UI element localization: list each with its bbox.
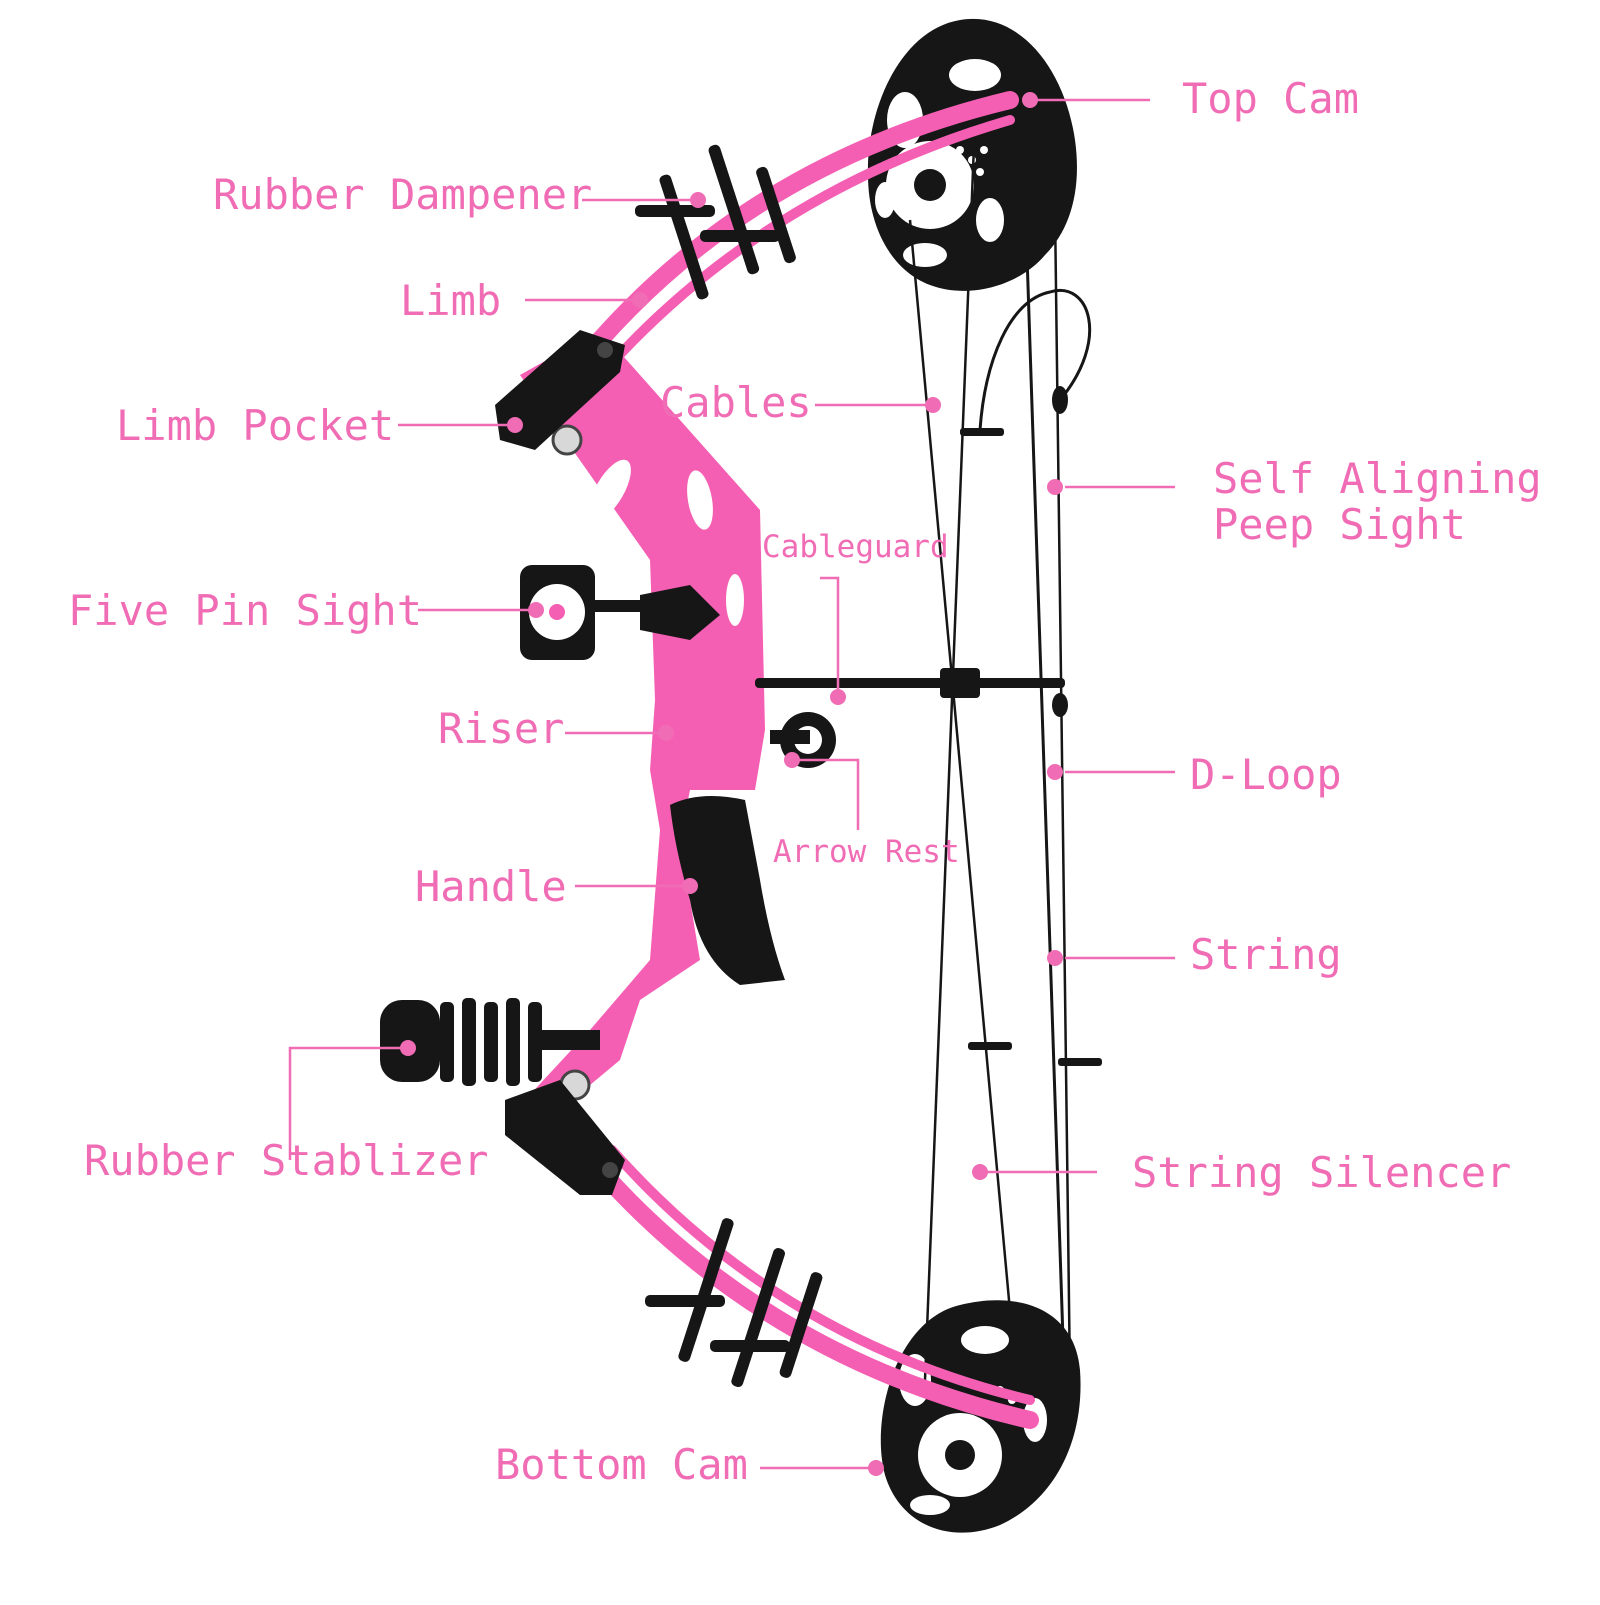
label-rubber-dampener: Rubber Dampener: [213, 170, 593, 219]
label-riser: Riser: [438, 704, 565, 753]
label-cableguard: Cableguard: [762, 529, 949, 565]
lower-limb-pocket: [505, 1080, 625, 1195]
label-limb-pocket: Limb Pocket: [116, 401, 395, 450]
five-pin-sight-body: [520, 565, 720, 660]
upper-limb: [591, 91, 1019, 370]
label-d-loop: D-Loop: [1190, 750, 1342, 799]
strings-and-cables: [908, 104, 1092, 1421]
lower-dampeners: [645, 1218, 823, 1388]
label-bottom-cam: Bottom Cam: [495, 1440, 748, 1489]
stabilizer-body: [380, 998, 600, 1086]
label-top-cam: Top Cam: [1182, 74, 1360, 123]
label-cables: Cables: [660, 378, 812, 427]
leader-lines: [288, 98, 1175, 1470]
upper-dampeners: [635, 144, 796, 300]
grip: [670, 796, 785, 985]
cableguard-rod: [755, 668, 1065, 698]
string-accessories: [960, 386, 1102, 1066]
label-string-silencer: String Silencer: [1132, 1148, 1512, 1197]
label-handle: Handle: [415, 862, 567, 911]
upper-limb-pocket: [495, 330, 625, 450]
label-self-aligning-peep-sight: Self Aligning Peep Sight: [1213, 454, 1542, 550]
label-arrow-rest: Arrow Rest: [773, 834, 960, 870]
label-string: String: [1190, 930, 1342, 979]
leader-dots: [400, 92, 1063, 1476]
label-five-pin-sight: Five Pin Sight: [68, 586, 423, 635]
label-limb: Limb: [400, 276, 502, 325]
label-rubber-stablizer: Rubber Stablizer: [84, 1136, 489, 1185]
